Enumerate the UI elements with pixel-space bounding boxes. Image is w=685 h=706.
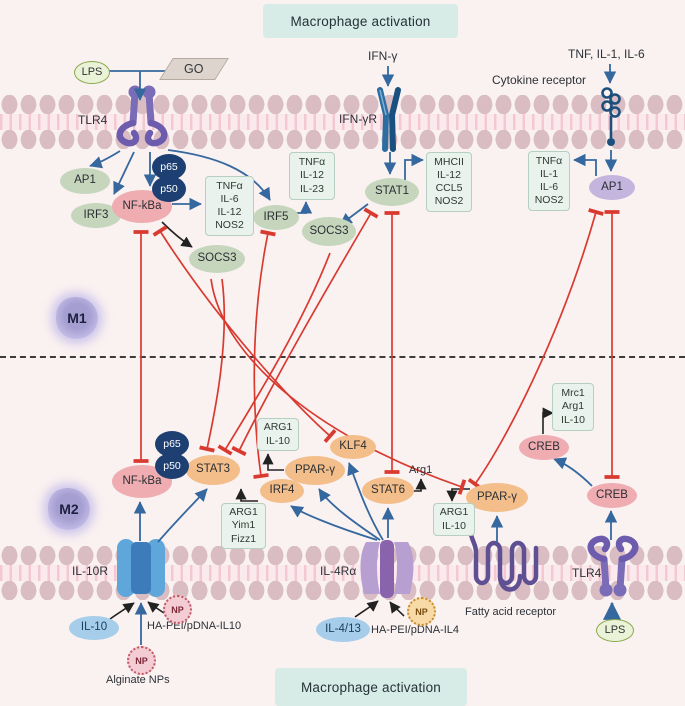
stat1-to-targets-arrow — [404, 153, 424, 180]
alginate-nps-label: Alginate NPs — [106, 674, 170, 686]
fatty-receptor-label: Fatty acid receptor — [465, 606, 557, 618]
lps-ligand-top: LPS — [74, 61, 110, 84]
il4-receptor-shape — [360, 540, 414, 598]
il10-ligand: IL-10 — [69, 616, 119, 640]
il10r-label: IL-10R — [72, 564, 109, 578]
top-cell-membrane — [0, 95, 685, 149]
socs3-node-m1-mid: SOCS3 — [302, 217, 356, 246]
ap1-node-m1-left: AP1 — [60, 168, 110, 194]
il10-to-receptor-arrow — [109, 602, 135, 620]
lipid-tails — [0, 114, 685, 130]
irf5-target-genes-box: TNFα IL-12 IL-23 — [289, 152, 335, 200]
cytokines-label: TNF, IL-1, IL-6 — [568, 47, 645, 61]
stat3-stat1-inhibition — [231, 207, 379, 457]
ifn-gamma-receptor — [377, 87, 401, 152]
socs3-stat3-inhibition-a — [199, 278, 226, 453]
stat3-expression-arrow — [235, 488, 258, 502]
il4-13-ligand: IL-4/13 — [316, 617, 370, 642]
m1-m2-divider — [0, 356, 685, 358]
stat1-node: STAT1 — [365, 178, 419, 206]
pparg-node-left: PPAR-γ — [285, 456, 345, 485]
stat3-target-genes-box: ARG1 Yim1 Fizz1 — [221, 503, 266, 549]
ap1-to-targets-arrow — [573, 153, 597, 176]
il4ra-label: IL-4Rα — [320, 564, 357, 578]
nanoparticle-icon: NP — [127, 646, 156, 675]
graphene-oxide-sheet: GO — [159, 58, 229, 80]
irf4-target-genes-box: ARG1 IL-10 — [257, 418, 299, 451]
fatty-acid-receptor-shape — [467, 528, 539, 592]
irf4-node: IRF4 — [260, 479, 304, 503]
cytokine-receptor-label: Cytokine receptor — [492, 73, 587, 87]
irf5-node: IRF5 — [253, 205, 299, 230]
creb-node-lower: CREB — [587, 483, 637, 508]
hapei4-to-receptor-arrow — [389, 601, 405, 617]
hapei-pdna-il10-label: HA-PEI/pDNA-IL10 — [147, 620, 242, 632]
m1-macrophage-blob: M1 — [56, 297, 98, 339]
creb-target-genes-box: Mrc1 Arg1 IL-10 — [552, 383, 594, 431]
il10r-to-stat3-arrow — [157, 488, 208, 543]
socs3-node-m1-left: SOCS3 — [189, 245, 245, 273]
nfkb-to-socs3-arrow — [161, 221, 193, 248]
klf4-node: KLF4 — [330, 435, 376, 459]
tlr4-bottom-label: TLR4 — [572, 566, 602, 580]
irf4-expression-arrow — [262, 453, 284, 471]
tlr4-receptor-bottom — [587, 535, 639, 597]
p50-node-m2: p50 — [155, 453, 189, 479]
ifng-label: IFN-γ — [368, 49, 398, 63]
stat6-node: STAT6 — [362, 477, 414, 504]
il10-receptor-shape — [117, 539, 165, 597]
stat1-target-genes-box: MHCII IL-12 CCL5 NOS2 — [426, 152, 472, 212]
stat3-node: STAT3 — [186, 455, 240, 485]
tlr4-to-irf3-arrow — [113, 151, 135, 195]
irf5-to-targets-arrow — [296, 201, 313, 214]
pparg-node-right: PPAR-γ — [466, 483, 528, 512]
lipid-heads-row — [0, 130, 685, 149]
cytokine-receptor-shape — [601, 87, 621, 146]
p50-node-m1: p50 — [152, 176, 186, 202]
hapei-pdna-il4-label: HA-PEI/pDNA-IL4 — [371, 624, 460, 636]
lipid-heads-row — [0, 95, 685, 114]
lps-ligand-bottom: LPS — [596, 619, 634, 642]
nanoparticle-icon: NP — [163, 595, 192, 624]
top-title: Macrophage activation — [263, 4, 458, 38]
arg1-annotation: Arg1 — [409, 464, 433, 476]
tlr4-target-genes-box: TNFα IL-6 IL-12 NOS2 — [205, 176, 254, 236]
tlr4-top-label: TLR4 — [78, 113, 108, 127]
bottom-title: Macrophage activation — [275, 668, 467, 706]
creb-node-upper: CREB — [519, 435, 569, 460]
go-label: GO — [184, 62, 204, 76]
il413-to-receptor-arrow — [354, 600, 379, 618]
ifngr-label: IFN-γR — [339, 112, 377, 126]
tlr4-receptor-top — [116, 85, 168, 147]
ap1-target-genes-box: TNFα IL-1 IL-6 NOS2 — [528, 151, 570, 211]
m2-macrophage-blob: M2 — [48, 488, 90, 530]
nfkb-klf4-inhibition — [152, 225, 337, 443]
nanoparticle-icon: NP — [407, 597, 436, 626]
il4ra-to-irf4-arrow — [290, 505, 378, 541]
pparg-target-genes-box: ARG1 IL-10 — [433, 503, 475, 536]
creb-to-creb-arrow — [553, 457, 593, 487]
ap1-node-m1-right: AP1 — [589, 175, 635, 200]
